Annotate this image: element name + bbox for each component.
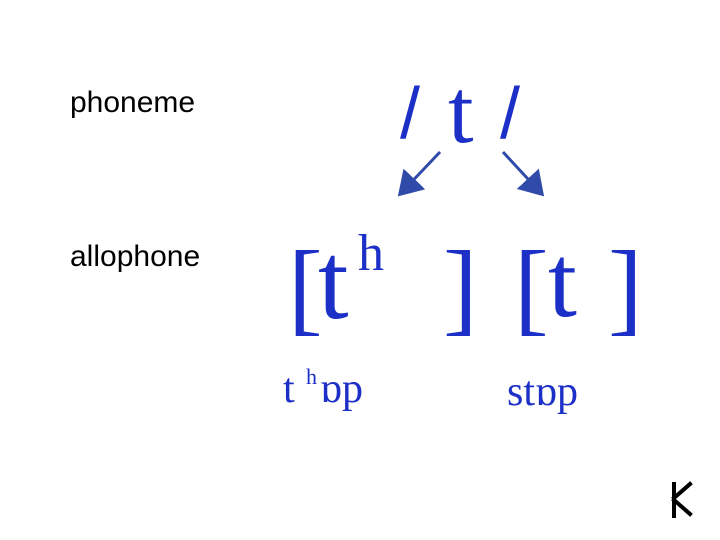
example-top: t h ɒp: [283, 364, 363, 412]
phoneme-slash-left: /: [400, 74, 420, 154]
bracket-close-1: ]: [443, 230, 478, 345]
example-top-rest: ɒp: [320, 366, 363, 412]
allophone-label: allophone: [70, 240, 201, 273]
allophone-base-2: t: [548, 224, 577, 339]
example-top-onset: t: [283, 366, 295, 412]
example-stop: stɒp: [507, 369, 578, 415]
phoneme-slash-right: /: [500, 74, 520, 154]
bracket-open-1: [: [288, 230, 323, 345]
example-stop-word: stɒp: [507, 369, 578, 415]
phoneme-letter: t: [448, 60, 474, 162]
phoneme-label: phoneme: [70, 86, 196, 119]
bracket-open-2: [: [514, 230, 549, 345]
return-arrow-icon[interactable]: [671, 481, 693, 518]
phoneme-symbol: / t /: [400, 60, 520, 162]
arrow-right: [501, 150, 545, 197]
allophone-superscript-h: h: [358, 225, 384, 282]
example-top-aspiration: h: [306, 364, 317, 389]
allophone-aspirated: [ t h ]: [288, 220, 478, 345]
allophone-base-1: t: [318, 220, 349, 342]
bracket-close-2: ]: [608, 230, 643, 345]
allophone-plain: [ t ]: [514, 224, 643, 345]
arrow-left: [397, 150, 442, 197]
